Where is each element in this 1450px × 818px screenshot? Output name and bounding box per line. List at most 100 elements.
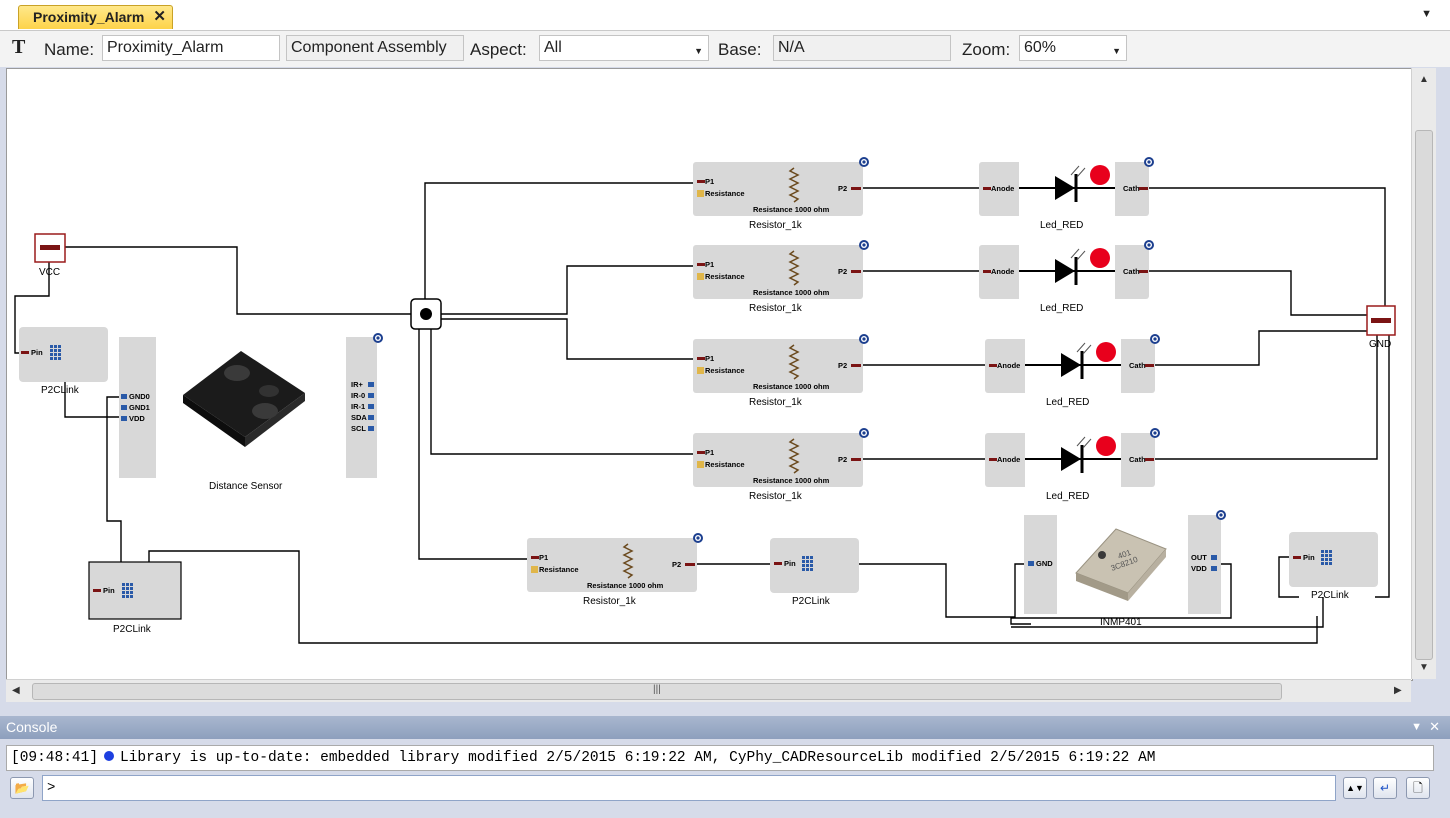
resistor-label: Resistor_1k [749, 220, 803, 231]
svg-text:Cath: Cath [1123, 184, 1140, 193]
svg-text:Pin: Pin [1303, 553, 1315, 562]
led-label: Led_RED [1046, 491, 1089, 502]
led-label: Led_RED [1040, 220, 1083, 231]
resistor-1[interactable]: P1 Resistance P2 Resistance 1000 ohm Res… [693, 157, 869, 231]
p2clink-1[interactable]: Pin P2CLink [19, 327, 108, 396]
execute-icon[interactable]: ↵ [1373, 777, 1397, 799]
tab-list-dropdown-icon[interactable]: ▼ [1421, 8, 1432, 20]
name-label: Name: [44, 40, 95, 59]
svg-text:Anode: Anode [991, 267, 1014, 276]
resistor-2[interactable]: P1 Resistance P2 Resistance 1000 ohm Res… [693, 240, 869, 314]
mic-label: INMP401 [1100, 617, 1142, 628]
svg-text:P1: P1 [705, 177, 714, 186]
horizontal-scrollbar[interactable]: ◀ ||| ▶ [6, 679, 1411, 702]
close-icon[interactable]: ✕ [153, 8, 166, 25]
svg-text:VDD: VDD [129, 414, 145, 423]
aspect-label: Aspect: [470, 40, 527, 59]
zoom-select[interactable]: 60% [1019, 35, 1127, 61]
history-updown-icon[interactable]: ▲▼ [1343, 777, 1367, 799]
gnd-port[interactable]: GND [1366, 305, 1396, 350]
svg-text:Cath: Cath [1123, 267, 1140, 276]
svg-text:GND0: GND0 [129, 392, 150, 401]
console-panel: [09:48:41]Library is up-to-date: embedde… [0, 739, 1450, 818]
zoom-label: Zoom: [962, 40, 1011, 59]
zoom-value: 60% [1024, 39, 1057, 56]
led-label: Led_RED [1046, 397, 1089, 408]
diagram-svg: VCC GND P1 Resistance P2 Resistance 1000… [14, 157, 1396, 644]
led-label: Led_RED [1040, 303, 1083, 314]
scroll-up-icon[interactable]: ▲ [1419, 74, 1429, 85]
svg-text:Pin: Pin [103, 586, 115, 595]
svg-text:P2: P2 [838, 361, 847, 370]
svg-text:Pin: Pin [31, 348, 43, 357]
p2clink-2[interactable]: Pin P2CLink [88, 561, 182, 635]
scroll-right-icon[interactable]: ▶ [1394, 685, 1402, 696]
document-tab-bar: Proximity_Alarm ✕ ▼ [0, 0, 1450, 31]
resistor-label: Resistor_1k [583, 596, 637, 607]
resistor-3[interactable]: P1 Resistance P2 Resistance 1000 ohm Res… [693, 334, 869, 408]
svg-text:Resistance 1000 ohm: Resistance 1000 ohm [753, 288, 830, 297]
svg-text:GND1: GND1 [129, 403, 150, 412]
vcc-port[interactable]: VCC [34, 233, 66, 278]
resistor-label: Resistor_1k [749, 491, 803, 502]
svg-text:OUT: OUT [1191, 553, 1207, 562]
tab-proximity-alarm[interactable]: Proximity_Alarm ✕ [18, 5, 173, 29]
svg-text:IR-1: IR-1 [351, 402, 365, 411]
scroll-grip: ||| [653, 684, 661, 695]
tab-title: Proximity_Alarm [33, 9, 145, 25]
svg-text:Resistance: Resistance [539, 565, 579, 574]
svg-text:P2: P2 [838, 455, 847, 464]
resistor-label: Resistor_1k [749, 303, 803, 314]
svg-text:IR+: IR+ [351, 380, 364, 389]
led-3[interactable]: Anode Cath Led_RED [985, 334, 1160, 408]
svg-text:P1: P1 [539, 553, 548, 562]
p2clink-label: P2CLink [41, 385, 80, 396]
resistor-4[interactable]: P1 Resistance P2 Resistance 1000 ohm Res… [693, 428, 869, 502]
log-timestamp: [09:48:41] [11, 750, 99, 766]
vertical-scrollbar[interactable]: ▲ ▼ [1411, 68, 1436, 679]
led-1[interactable]: Anode Cath Led_RED [979, 157, 1154, 231]
svg-text:Resistance: Resistance [705, 460, 745, 469]
svg-text:SCL: SCL [351, 424, 366, 433]
console-command-input[interactable]: > [42, 775, 1336, 801]
console-menu-icon[interactable]: ▼ [1411, 721, 1422, 733]
p2clink-4[interactable]: Pin P2CLink [1289, 532, 1378, 601]
resistor-5[interactable]: P1 Resistance P2 Resistance 1000 ohm Res… [527, 533, 703, 607]
model-toolbar: T Name: Proximity_Alarm Component Assemb… [0, 31, 1450, 67]
p2clink-label: P2CLink [792, 596, 831, 607]
open-folder-icon[interactable]: 📂 [10, 777, 34, 799]
svg-text:Cath: Cath [1129, 455, 1146, 464]
svg-text:Resistance: Resistance [705, 366, 745, 375]
svg-text:Resistance 1000 ohm: Resistance 1000 ohm [587, 581, 664, 590]
scroll-left-icon[interactable]: ◀ [12, 685, 20, 696]
base-label: Base: [718, 40, 762, 59]
svg-text:SDA: SDA [351, 413, 367, 422]
led-2[interactable]: Anode Cath Led_RED [979, 240, 1154, 314]
svg-text:Pin: Pin [784, 559, 796, 568]
wires [14, 182, 1390, 644]
led-4[interactable]: Anode Cath Led_RED [985, 428, 1160, 502]
inmp401-mic[interactable]: 401 3C8210 GND OUT VDD INMP401 [1024, 510, 1226, 628]
diagram-canvas[interactable]: VCC GND P1 Resistance P2 Resistance 1000… [6, 68, 1413, 681]
vcc-label: VCC [39, 267, 60, 278]
console-close-icon[interactable]: ✕ [1429, 719, 1440, 734]
vertical-scroll-thumb[interactable] [1415, 130, 1433, 660]
svg-text:P1: P1 [705, 448, 714, 457]
scroll-down-icon[interactable]: ▼ [1419, 662, 1429, 673]
junction-node[interactable] [410, 298, 442, 330]
distance-sensor[interactable]: GND0 GND1 VDD IR+ IR-0 IR-1 SDA SCL Dist… [119, 333, 383, 492]
svg-text:Anode: Anode [997, 361, 1020, 370]
clear-console-icon[interactable]: 🗋 [1406, 777, 1430, 799]
svg-text:GND: GND [1036, 559, 1053, 568]
name-input[interactable]: Proximity_Alarm [102, 35, 280, 61]
svg-text:Anode: Anode [997, 455, 1020, 464]
p2clink-label: P2CLink [1311, 590, 1350, 601]
aspect-select[interactable]: All [539, 35, 709, 61]
svg-text:Resistance 1000 ohm: Resistance 1000 ohm [753, 476, 830, 485]
p2clink-3[interactable]: Pin P2CLink [770, 538, 859, 607]
svg-text:P2: P2 [838, 267, 847, 276]
svg-text:IR-0: IR-0 [351, 391, 365, 400]
sensor-label: Distance Sensor [209, 481, 283, 492]
horizontal-scroll-thumb[interactable]: ||| [32, 683, 1282, 700]
svg-text:Resistance: Resistance [705, 189, 745, 198]
